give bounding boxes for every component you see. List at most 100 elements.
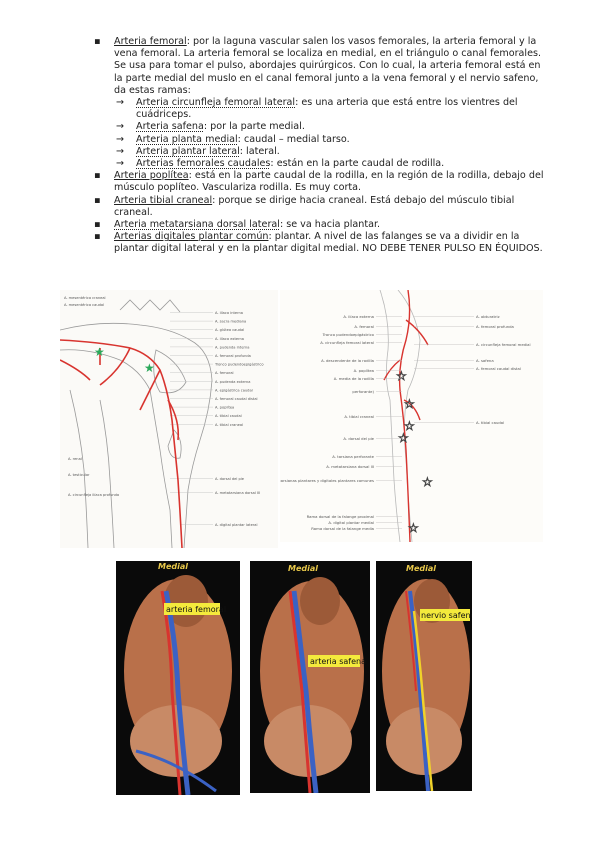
bullet-icon: ▪ (94, 194, 101, 206)
arrow-icon: → (116, 158, 125, 170)
description: : es una arteria que está entre los vien… (136, 97, 518, 121)
dissection-photo-2: Medial arteria safena (250, 561, 370, 793)
photo-label: arteria femoral (166, 605, 226, 614)
figure-label: A. circunfleja femoral lateral (320, 340, 374, 345)
figure-label: A. mesentérica craneal (64, 296, 106, 300)
figure-label: A. tibial caudal (215, 414, 242, 418)
term: Arteria plantar lateral (136, 145, 240, 157)
star-icon: ☆ (404, 397, 415, 411)
description: : plantar. A nivel de las falanges se va… (114, 231, 543, 255)
figure-label: A. digital plantar medial (328, 520, 374, 525)
figure-label: A. ilíaca interna (215, 311, 243, 315)
figure-label: A. dorsal del pie (343, 436, 374, 441)
figure-label: A. descendente de la rodilla (321, 358, 374, 363)
figure-label: Tronco pudendoepigástrico (214, 363, 264, 367)
figure-label: A. femoral profunda (215, 354, 251, 358)
figure-label: A. tibial caudal (476, 420, 504, 425)
sub-list-item: → Arteria plantar lateral: lateral. (94, 146, 544, 158)
term: Arterias digitales plantar común (114, 231, 269, 243)
dissection-photo-3: Medial nervio safeno (376, 561, 472, 791)
photo-header: Medial (288, 564, 318, 573)
figure-label: A. media de la rodilla (334, 376, 374, 381)
figure-label: A. dorsal del pie (215, 477, 245, 481)
leader-lines (376, 316, 474, 529)
photo-header: Medial (158, 562, 188, 571)
list-item: ▪Arterias digitales plantar común: plant… (94, 231, 544, 255)
figure-label: A. epigástrica caudal (215, 388, 253, 392)
figure-label: A. poplítea (215, 406, 234, 410)
figure-label: A. tibial craneal (344, 414, 374, 419)
figure-label: A. safena (476, 358, 494, 363)
description: : caudal – medial tarso. (237, 133, 350, 145)
figure-label: A. digital plantar lateral (215, 523, 257, 527)
figure-labels: A. mesentérica craneal A. mesentérica cau… (64, 296, 264, 527)
arrow-icon: → (116, 97, 125, 109)
star-icon: ★ (144, 361, 155, 375)
figure-label: A. circunfleja ilíaca profunda (68, 493, 119, 497)
photo-label: arteria safena (310, 657, 366, 666)
notes-text: ▪ Arteria femoral: por la laguna vascular… (94, 36, 544, 256)
figure-label: Aa. metatarsianas plantares y digitales … (280, 478, 374, 483)
dissection-photo-1: Medial arteria femoral (116, 561, 240, 795)
description: : se va hacia plantar. (279, 219, 381, 231)
description: : por la parte medial. (203, 121, 305, 133)
bullet-icon: ▪ (94, 36, 101, 47)
figure-label: A. tibial craneal (215, 423, 243, 427)
figure-label: A. femoral profunda (476, 324, 514, 329)
figure-label: Rama dorsal de la falange media (311, 526, 374, 531)
sub-list-item: → Arteria safena: por la parte medial. (94, 121, 544, 133)
description: : porque se dirige hacia craneal. Está d… (114, 194, 515, 218)
description: : por la laguna vascular salen los vasos… (114, 36, 542, 96)
list-item: ▪Arteria metatarsiana dorsal lateral: se… (94, 219, 544, 231)
figure-label: A. pudenda externa (215, 380, 250, 384)
star-icon: ☆ (408, 521, 419, 535)
figure-label: A. renal (68, 457, 82, 461)
arrow-icon: → (116, 133, 125, 145)
figure-label: A. ilíaca externa (215, 337, 244, 341)
term: Arteria circunfleja femoral lateral (136, 97, 296, 109)
arrow-icon: → (116, 121, 125, 133)
sub-list-item: → Arterias femorales caudales: están en l… (94, 158, 544, 170)
star-icon: ☆ (422, 475, 433, 489)
figure-label: A. sacra mediana (215, 320, 246, 324)
arrow-icon: → (116, 145, 125, 157)
figure-label: A. pudenda interna (215, 345, 249, 349)
figure-label: A. femoral (215, 371, 234, 375)
term: Arteria femoral (114, 36, 187, 47)
sub-list-item: → Arteria circunfleja femoral lateral: es… (94, 97, 544, 121)
figure-label: A. mesentérica caudal (64, 303, 104, 307)
description: : lateral. (239, 145, 280, 157)
figure-label: A. glútea caudal (215, 328, 244, 332)
term: Arterias femorales caudales (136, 158, 271, 170)
figure-label: Rama dorsal de la falange proximal (307, 514, 374, 519)
sub-list-item: → Arteria planta medial: caudal – medial … (94, 134, 544, 146)
figure-label: A. femoral caudal distal (476, 366, 521, 371)
bullet-icon: ▪ (94, 170, 101, 182)
star-icon: ★ (94, 345, 105, 359)
figure-label: A. testicular (68, 473, 90, 477)
star-icon: ☆ (404, 419, 415, 433)
list-item: ▪ Arteria poplítea: está en la parte caud… (94, 170, 544, 194)
term: Arteria tibial craneal (114, 194, 213, 206)
sub-list: →Arteria circunfleja femoral lateral: es… (94, 97, 544, 170)
figure-label: A. tarsiana perforante (332, 454, 374, 459)
description: : están en la parte caudal de rodilla. (270, 158, 445, 170)
term: Arteria safena (136, 121, 204, 133)
description: : está en la parte caudal de la rodilla,… (114, 170, 544, 194)
list-item: ▪ Arteria femoral: por la laguna vascular… (94, 36, 544, 97)
figure-label: A. femoral (354, 324, 374, 329)
figure-label: perforante) (352, 389, 374, 394)
figure-label: Tronco pudendoepigástrico (322, 332, 375, 337)
term: Arteria planta medial (136, 133, 238, 145)
figure-label: A. ilíaca externa (343, 314, 374, 319)
figure-label: A. metatarsiana dorsal III (215, 491, 260, 495)
figure-label: A. poplítea (354, 368, 374, 373)
bullet-icon: ▪ (94, 219, 101, 231)
term: Arteria poplítea (114, 170, 189, 182)
figure-label: A. femoral caudal distal (215, 397, 258, 401)
